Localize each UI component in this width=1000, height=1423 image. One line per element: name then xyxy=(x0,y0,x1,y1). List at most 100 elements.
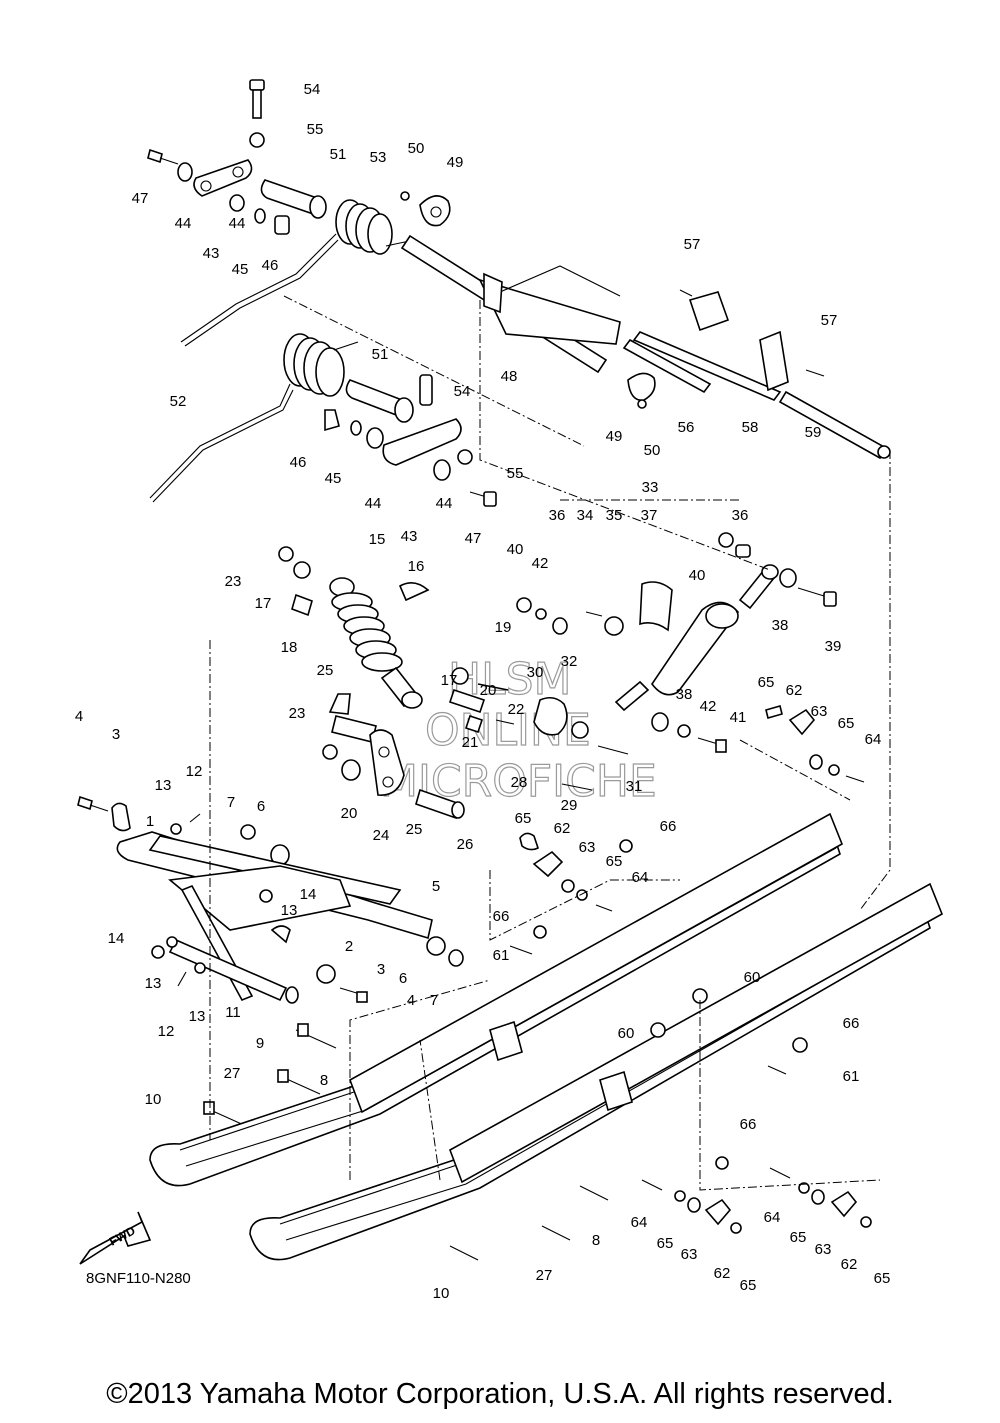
callout-64: 64 xyxy=(764,1209,781,1226)
callout-12: 12 xyxy=(158,1023,175,1040)
callout-62: 62 xyxy=(841,1256,858,1273)
callout-10: 10 xyxy=(145,1091,162,1108)
callout-36: 36 xyxy=(549,507,566,524)
callout-11: 11 xyxy=(225,1004,241,1021)
callout-20: 20 xyxy=(341,805,358,822)
callout-8: 8 xyxy=(592,1232,600,1249)
callout-57: 57 xyxy=(684,236,701,253)
callout-13: 13 xyxy=(155,777,172,794)
callout-46: 46 xyxy=(262,257,279,274)
callout-54: 54 xyxy=(454,383,471,400)
callout-63: 63 xyxy=(815,1241,832,1258)
callout-65: 65 xyxy=(740,1277,757,1294)
callout-13: 13 xyxy=(145,975,162,992)
diagram-part-code: 8GNF110-N280 xyxy=(86,1270,191,1287)
callout-44: 44 xyxy=(436,495,453,512)
callout-6: 6 xyxy=(257,798,265,815)
center-linkage-assembly xyxy=(322,667,629,820)
callout-38: 38 xyxy=(772,617,789,634)
callout-49: 49 xyxy=(447,154,464,171)
callout-50: 50 xyxy=(644,442,661,459)
callout-42: 42 xyxy=(532,555,549,572)
callout-1: 1 xyxy=(146,813,154,830)
callout-61: 61 xyxy=(843,1068,860,1085)
callout-3: 3 xyxy=(112,726,120,743)
callout-8: 8 xyxy=(320,1072,328,1089)
upper-torsion-spring-assembly xyxy=(147,79,497,507)
callout-64: 64 xyxy=(631,1214,648,1231)
callout-63: 63 xyxy=(811,703,828,720)
callout-62: 62 xyxy=(714,1265,731,1282)
callout-44: 44 xyxy=(365,495,382,512)
callout-66: 66 xyxy=(493,908,510,925)
callout-56: 56 xyxy=(678,419,695,436)
callout-30: 30 xyxy=(527,664,544,681)
callout-49: 49 xyxy=(606,428,623,445)
callout-58: 58 xyxy=(742,419,759,436)
forward-direction-badge: FWD xyxy=(79,1211,152,1265)
upper-cross-shaft-assembly xyxy=(400,234,891,460)
callout-60: 60 xyxy=(744,969,761,986)
callout-59: 59 xyxy=(805,424,822,441)
callout-23: 23 xyxy=(289,705,306,722)
callout-26: 26 xyxy=(457,836,474,853)
callout-13: 13 xyxy=(189,1008,206,1025)
callout-20: 20 xyxy=(480,682,497,699)
callout-23: 23 xyxy=(225,573,242,590)
callout-42: 42 xyxy=(700,698,717,715)
callout-55: 55 xyxy=(507,465,524,482)
callout-65: 65 xyxy=(657,1235,674,1252)
callout-65: 65 xyxy=(790,1229,807,1246)
callout-54: 54 xyxy=(304,81,321,98)
callout-45: 45 xyxy=(232,261,249,278)
callout-14: 14 xyxy=(108,930,125,947)
callout-28: 28 xyxy=(511,774,528,791)
callout-29: 29 xyxy=(561,797,578,814)
callout-64: 64 xyxy=(865,731,882,748)
rear-suspension-exploded-diagram: HLSM ONLINE MICROFICHE xyxy=(75,79,944,1302)
callout-65: 65 xyxy=(515,810,532,827)
callout-12: 12 xyxy=(186,763,203,780)
callout-44: 44 xyxy=(175,215,192,232)
callout-15: 15 xyxy=(369,531,386,548)
callout-6: 6 xyxy=(399,970,407,987)
callout-66: 66 xyxy=(740,1116,757,1133)
callout-2: 2 xyxy=(345,938,353,955)
callout-52: 52 xyxy=(170,393,187,410)
callout-13: 13 xyxy=(281,902,298,919)
callout-47: 47 xyxy=(132,190,149,207)
callout-50: 50 xyxy=(408,140,425,157)
callout-19: 19 xyxy=(495,619,512,636)
callout-61: 61 xyxy=(493,947,510,964)
callout-24: 24 xyxy=(373,827,390,844)
shock-absorber-assembly xyxy=(278,532,837,753)
callout-44: 44 xyxy=(229,215,246,232)
callout-5: 5 xyxy=(432,878,440,895)
callout-48: 48 xyxy=(501,368,518,385)
callout-21: 21 xyxy=(462,734,479,751)
callout-33: 33 xyxy=(642,479,659,496)
callout-7: 7 xyxy=(430,992,438,1009)
callout-55: 55 xyxy=(307,121,324,138)
callout-17: 17 xyxy=(255,595,272,612)
callout-4: 4 xyxy=(407,992,415,1009)
callout-25: 25 xyxy=(317,662,334,679)
callout-43: 43 xyxy=(203,245,220,262)
callout-46: 46 xyxy=(290,454,307,471)
copyright-notice: ©2013 Yamaha Motor Corporation, U.S.A. A… xyxy=(106,1378,894,1410)
callout-63: 63 xyxy=(579,839,596,856)
callout-3: 3 xyxy=(377,961,385,978)
callout-60: 60 xyxy=(618,1025,635,1042)
callout-39: 39 xyxy=(825,638,842,655)
front-arm-assembly xyxy=(77,795,464,1127)
callout-22: 22 xyxy=(508,701,525,718)
callout-16: 16 xyxy=(408,558,425,575)
callout-40: 40 xyxy=(507,541,524,558)
callout-65: 65 xyxy=(838,715,855,732)
callout-32: 32 xyxy=(561,653,578,670)
skid-rails xyxy=(149,705,944,1261)
callout-57: 57 xyxy=(821,312,838,329)
callout-18: 18 xyxy=(281,639,298,656)
callout-27: 27 xyxy=(224,1065,241,1082)
callout-9: 9 xyxy=(256,1035,264,1052)
